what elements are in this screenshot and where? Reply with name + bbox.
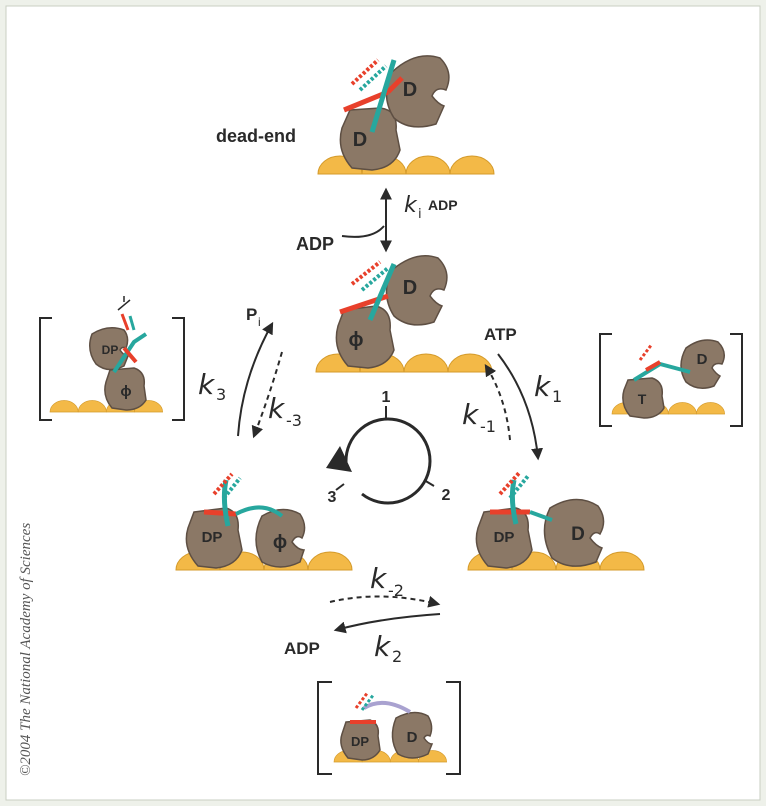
coiled-coil-tail [350, 260, 382, 286]
kinesin-head [391, 711, 434, 759]
neck-linker [122, 346, 138, 364]
head-label: DP [351, 734, 369, 749]
k2-transition: k -2 k 2 ADP [284, 562, 441, 666]
head-label: DP [102, 343, 119, 357]
ki-adp-transition: k i ADP ADP [296, 187, 458, 254]
head-label: DP [202, 529, 223, 546]
state-2: DP D [467, 470, 645, 571]
unstructured-linker [362, 700, 412, 714]
kinesin-head [104, 367, 147, 411]
cycle-indicator: 1 2 3 [326, 389, 451, 506]
coiled-coil [367, 263, 397, 321]
dead-end-state: D D dead-end [216, 55, 495, 175]
state-3: DP ϕ [175, 472, 353, 571]
cycle-step-1: 1 [382, 389, 391, 406]
coiled-coil-tail [128, 315, 136, 331]
dead-end-label: dead-end [216, 126, 296, 146]
head-label: D [353, 129, 367, 151]
motion-mark [117, 296, 131, 311]
coiled-coil [369, 59, 397, 133]
head-label: D [571, 524, 585, 545]
head-label: T [638, 391, 647, 407]
rate-k-3: k [268, 392, 286, 425]
bracket-left [599, 333, 612, 427]
coiled-coil-tail [222, 476, 242, 500]
coiled-coil-tail [212, 472, 234, 496]
head-label: D [697, 351, 708, 368]
cycle-arrowhead [326, 446, 352, 472]
bracket-left [39, 317, 52, 421]
copyright-credit: ©2004 The National Academy of Sciences [18, 523, 34, 776]
rate-ki-subscript: i [418, 207, 422, 222]
kinesin-head [622, 377, 665, 419]
coiled-coil [509, 479, 519, 525]
rate-k1-subscript: 1 [552, 387, 562, 406]
head-label: DP [494, 529, 515, 546]
coiled-coil-tail [350, 58, 380, 86]
cycle-step-3: 3 [328, 489, 337, 506]
coiled-coil-tail [354, 691, 370, 709]
rate-k3: k [198, 368, 216, 401]
kinesin-head [340, 719, 381, 761]
coiled-coil [235, 505, 284, 518]
bracket-right [730, 333, 743, 427]
head-label: D [403, 277, 417, 299]
kinesin-head [680, 339, 725, 389]
head-label: D [403, 79, 417, 101]
kinesin-head [543, 498, 605, 567]
cycle-step-2: 2 [442, 487, 451, 504]
rate-k-1: k [462, 398, 480, 431]
kinesin-head [335, 305, 395, 369]
bracket-left [317, 681, 332, 775]
intermediate-1: T D [599, 333, 743, 427]
rate-k-2-subscript: -2 [388, 581, 404, 600]
kinesin-head [385, 255, 448, 326]
k3-transition: P i k 3 k -3 [198, 305, 302, 439]
k1-transition: ATP k 1 k -1 [462, 325, 562, 461]
bracket-right [446, 681, 461, 775]
kinesin-head [385, 55, 450, 128]
rate-k3-subscript: 3 [216, 385, 226, 404]
rate-k-2: k [370, 562, 388, 595]
kinesin-head [89, 327, 130, 371]
atp-label: ATP [484, 325, 517, 344]
adp-label-bottom: ADP [284, 639, 320, 658]
neck-linker [386, 76, 404, 94]
adp-label-top: ADP [296, 234, 334, 254]
bracket-right [172, 317, 185, 421]
kinesin-head [339, 107, 401, 171]
coiled-coil-tail [360, 266, 390, 292]
cycle-ring [344, 417, 432, 505]
head-label: ϕ [273, 532, 287, 553]
rate-k-1-subscript: -1 [480, 417, 496, 436]
pi-label: P [246, 305, 257, 324]
rate-k1: k [534, 370, 552, 403]
intermediate-2: DP D [317, 681, 461, 775]
head-label: D [407, 729, 418, 746]
head-label: ϕ [349, 329, 364, 351]
state-1: ϕ D [315, 255, 493, 373]
rate-ki-ligand: ADP [428, 197, 458, 213]
coiled-coil-tail [638, 343, 654, 361]
coiled-coil-tail [360, 693, 376, 711]
coiled-coil [529, 510, 553, 522]
coiled-coil-tail [120, 313, 130, 331]
rate-k-3-subscript: -3 [286, 411, 302, 430]
neck-linker [203, 509, 237, 517]
coiled-coil-tail [358, 64, 388, 92]
neck-linker [343, 89, 389, 113]
coiled-coil [112, 332, 148, 374]
rate-k2-subscript: 2 [392, 647, 402, 666]
head-label: ϕ [120, 383, 131, 400]
neck-linker [645, 360, 661, 372]
rate-ki: k [404, 193, 418, 218]
kinesin-head [255, 508, 306, 568]
pi-label-subscript: i [258, 315, 261, 329]
rate-k2: k [374, 630, 392, 663]
intermediate-3: DP ϕ [39, 296, 185, 421]
